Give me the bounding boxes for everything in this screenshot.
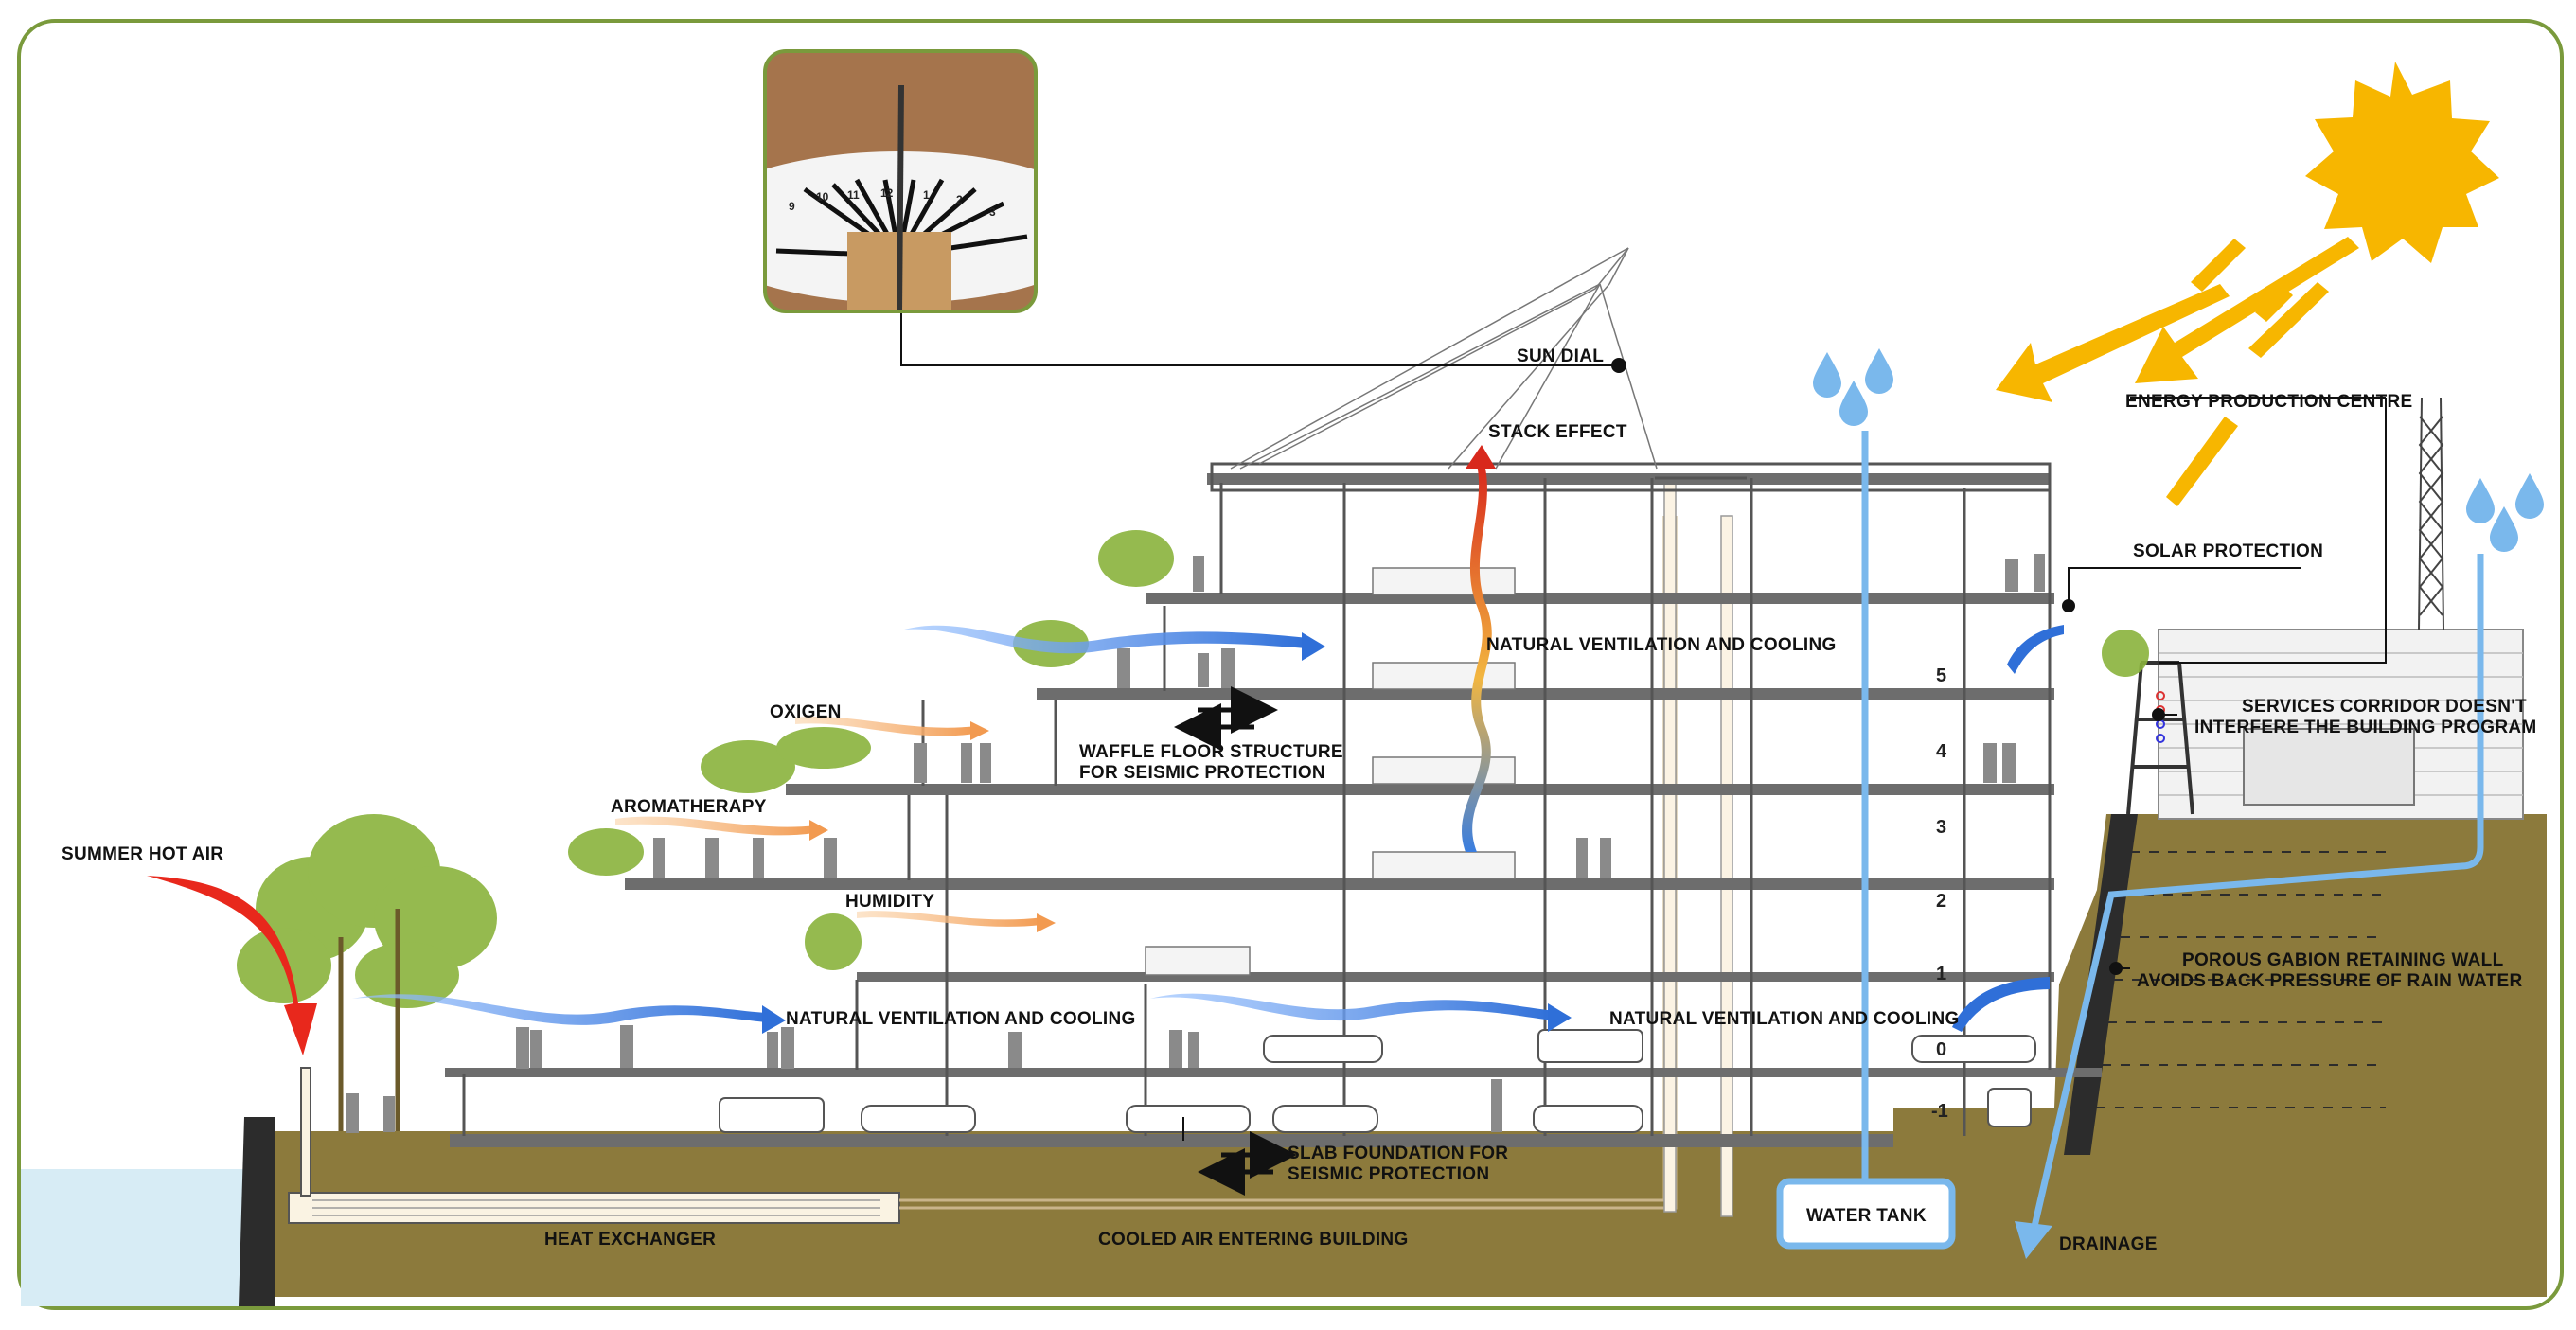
sundial-hour: 3 (989, 205, 996, 219)
services-dot (2152, 708, 2165, 721)
label-drainage: DRAINAGE (2059, 1234, 2158, 1254)
rain-drops-right (2466, 473, 2544, 552)
sundial-hour: 9 (789, 200, 795, 213)
water-body (21, 1169, 267, 1306)
floor-number: 0 (1936, 1039, 1946, 1060)
solar-protection-dot (2062, 599, 2075, 612)
warm-ribbons (615, 716, 1056, 932)
gabion-dot (2109, 962, 2123, 975)
seismic-arrows (1174, 686, 1297, 1196)
label-summer-hot-air: SUMMER HOT AIR (62, 844, 223, 864)
people-silhouettes (346, 554, 2045, 1133)
floor-number: 5 (1936, 665, 1946, 686)
label-stack-effect: STACK EFFECT (1488, 422, 1627, 442)
sundial-hour: 11 (847, 188, 860, 202)
label-slab-2: SEISMIC PROTECTION (1288, 1164, 1489, 1184)
left-retaining-wall (239, 1117, 275, 1306)
sundial-hour: 2 (956, 193, 963, 206)
label-natural-vent-top: NATURAL VENTILATION AND COOLING (1486, 635, 1837, 655)
breeze-ribbons (352, 625, 2064, 1034)
sun-dial-dot (1611, 358, 1626, 373)
label-waffle-2: FOR SEISMIC PROTECTION (1079, 763, 1325, 783)
water-pipes (1861, 431, 2484, 1232)
ground (256, 814, 2547, 1297)
label-natural-vent-left: NATURAL VENTILATION AND COOLING (786, 1009, 1136, 1029)
label-waffle-1: WAFFLE FLOOR STRUCTURE (1079, 742, 1343, 762)
canopy-structure (1230, 247, 1658, 470)
label-slab-1: SLAB FOUNDATION FOR (1288, 1144, 1508, 1163)
sundial-hour: 1 (923, 188, 930, 202)
building-structure (445, 462, 2102, 1147)
floor-number: 1 (1936, 964, 1946, 984)
rain-drops-left (1813, 348, 1893, 426)
label-natural-vent-right: NATURAL VENTILATION AND COOLING (1609, 1009, 1960, 1029)
summer-hot-air-arrow (147, 876, 317, 1055)
label-gabion-2: AVOIDS BACK PRESSURE OF RAIN WATER (2137, 971, 2522, 991)
label-energy-centre: ENERGY PRODUCTION CENTRE (2125, 392, 2413, 412)
label-heat-exchanger: HEAT EXCHANGER (544, 1230, 716, 1250)
label-cooled-air: COOLED AIR ENTERING BUILDING (1098, 1230, 1409, 1250)
sun-icon (2305, 62, 2499, 263)
cars (719, 1029, 2036, 1133)
label-sun-dial: SUN DIAL (1517, 346, 1604, 366)
stair-railings (1145, 567, 1516, 976)
stack-effect-ribbon (1462, 464, 1492, 852)
floor-number: 4 (1936, 741, 1947, 762)
heat-exchanger (288, 1067, 900, 1224)
sundial-hour: 12 (880, 186, 894, 200)
floor-number: -1 (1931, 1101, 1948, 1122)
sun-dial-leader (900, 308, 1619, 366)
water-tank (1776, 1178, 1956, 1250)
drainage-arrow-head (2015, 1221, 2052, 1259)
label-aromatherapy: AROMATHERAPY (611, 797, 767, 817)
label-water-tank: WATER TANK (1806, 1206, 1927, 1226)
sundial-hour: 10 (816, 190, 829, 204)
label-services-2: INTERFERE THE BUILDING PROGRAM (2194, 718, 2537, 737)
label-gabion-1: POROUS GABION RETAINING WALL (2182, 950, 2504, 970)
outer-frame (17, 19, 2564, 1310)
sun-rays (1996, 237, 2359, 506)
label-solar-protection: SOLAR PROTECTION (2133, 541, 2323, 561)
label-humidity: HUMIDITY (845, 892, 934, 912)
label-oxigen: OXIGEN (770, 702, 842, 722)
label-services-1: SERVICES CORRIDOR DOESN'T (2242, 697, 2527, 717)
sundial-photo: 9 10 11 12 1 2 3 (763, 49, 1038, 313)
floor-number: 3 (1936, 817, 1946, 838)
energy-production-centre (2126, 397, 2524, 820)
floor-number: 2 (1936, 891, 1946, 912)
